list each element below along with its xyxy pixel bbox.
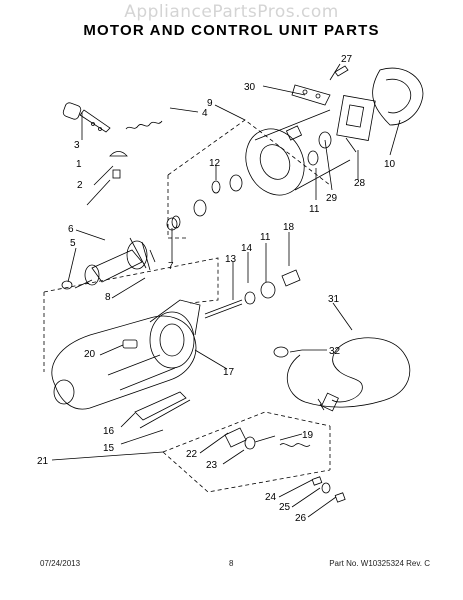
part-29-drawing xyxy=(307,131,332,166)
leader-lines xyxy=(51,63,401,518)
callout-8: 8 xyxy=(105,292,111,303)
callout-24: 24 xyxy=(265,492,277,503)
callout-32: 32 xyxy=(329,346,341,357)
callout-31: 31 xyxy=(328,294,340,305)
page-title: MOTOR AND CONTROL UNIT PARTS xyxy=(83,22,380,39)
callout-27: 27 xyxy=(341,54,353,65)
callout-29: 29 xyxy=(326,193,338,204)
callout-26: 26 xyxy=(295,513,307,524)
callout-13: 13 xyxy=(225,254,237,265)
callout-6: 6 xyxy=(68,224,74,235)
watermark: AppliancePartsPros.com xyxy=(124,2,339,22)
part-12-drawing xyxy=(171,174,243,229)
callout-25: 25 xyxy=(279,502,291,513)
callout-9: 9 xyxy=(207,98,213,109)
callout-12: 12 xyxy=(209,158,221,169)
part-22-23-drawing xyxy=(224,427,276,450)
part-5-drawing xyxy=(61,280,73,290)
callout-30: 30 xyxy=(244,82,256,93)
part-19-26-drawing xyxy=(279,443,346,503)
dashed-bracket-lines xyxy=(43,119,331,493)
callout-15: 15 xyxy=(103,443,115,454)
footer-page-number: 8 xyxy=(229,559,234,568)
callout-19: 19 xyxy=(302,430,314,441)
part-1-drawing xyxy=(112,169,121,179)
part-20-drawing xyxy=(122,339,138,349)
part-9-drawing xyxy=(245,109,351,196)
part-2-drawing xyxy=(109,151,128,157)
callout-21: 21 xyxy=(37,456,49,467)
part-30-drawing xyxy=(291,84,331,106)
part-32-drawing xyxy=(273,346,303,358)
callout-2: 2 xyxy=(77,180,83,191)
callout-1: 1 xyxy=(76,159,82,170)
callout-16: 16 xyxy=(103,426,115,437)
callout-labels: 1 2 3 4 5 6 7 8 9 10 11 11 12 13 14 15 1… xyxy=(37,54,396,524)
footer-date: 07/24/2013 xyxy=(40,559,81,568)
callout-11a: 11 xyxy=(309,204,320,215)
part-28-drawing xyxy=(336,95,376,153)
callout-11b: 11 xyxy=(260,232,271,243)
part-31-power-cord xyxy=(286,337,411,412)
callout-10: 10 xyxy=(384,159,396,170)
callout-28: 28 xyxy=(354,178,366,189)
part-10-drawing xyxy=(372,67,424,126)
footer-part-number: Part No. W10325324 Rev. C xyxy=(329,559,430,568)
callout-23: 23 xyxy=(206,460,218,471)
callout-20: 20 xyxy=(84,349,96,360)
callout-5: 5 xyxy=(70,238,76,249)
part-16-15-drawing xyxy=(134,391,191,429)
parts-13-18-drawing xyxy=(204,269,301,319)
callout-7: 7 xyxy=(168,261,174,272)
callout-22: 22 xyxy=(186,449,198,460)
callout-4: 4 xyxy=(202,108,208,119)
part-3-drawing xyxy=(62,102,163,133)
part-17-housing xyxy=(51,299,201,410)
callout-14: 14 xyxy=(241,243,253,254)
callout-3: 3 xyxy=(74,140,80,151)
callout-17: 17 xyxy=(223,367,235,378)
part-7-drawing xyxy=(166,217,178,231)
part-27-drawing xyxy=(334,65,349,77)
part-6-drawing xyxy=(74,237,156,289)
callout-18: 18 xyxy=(283,222,295,233)
